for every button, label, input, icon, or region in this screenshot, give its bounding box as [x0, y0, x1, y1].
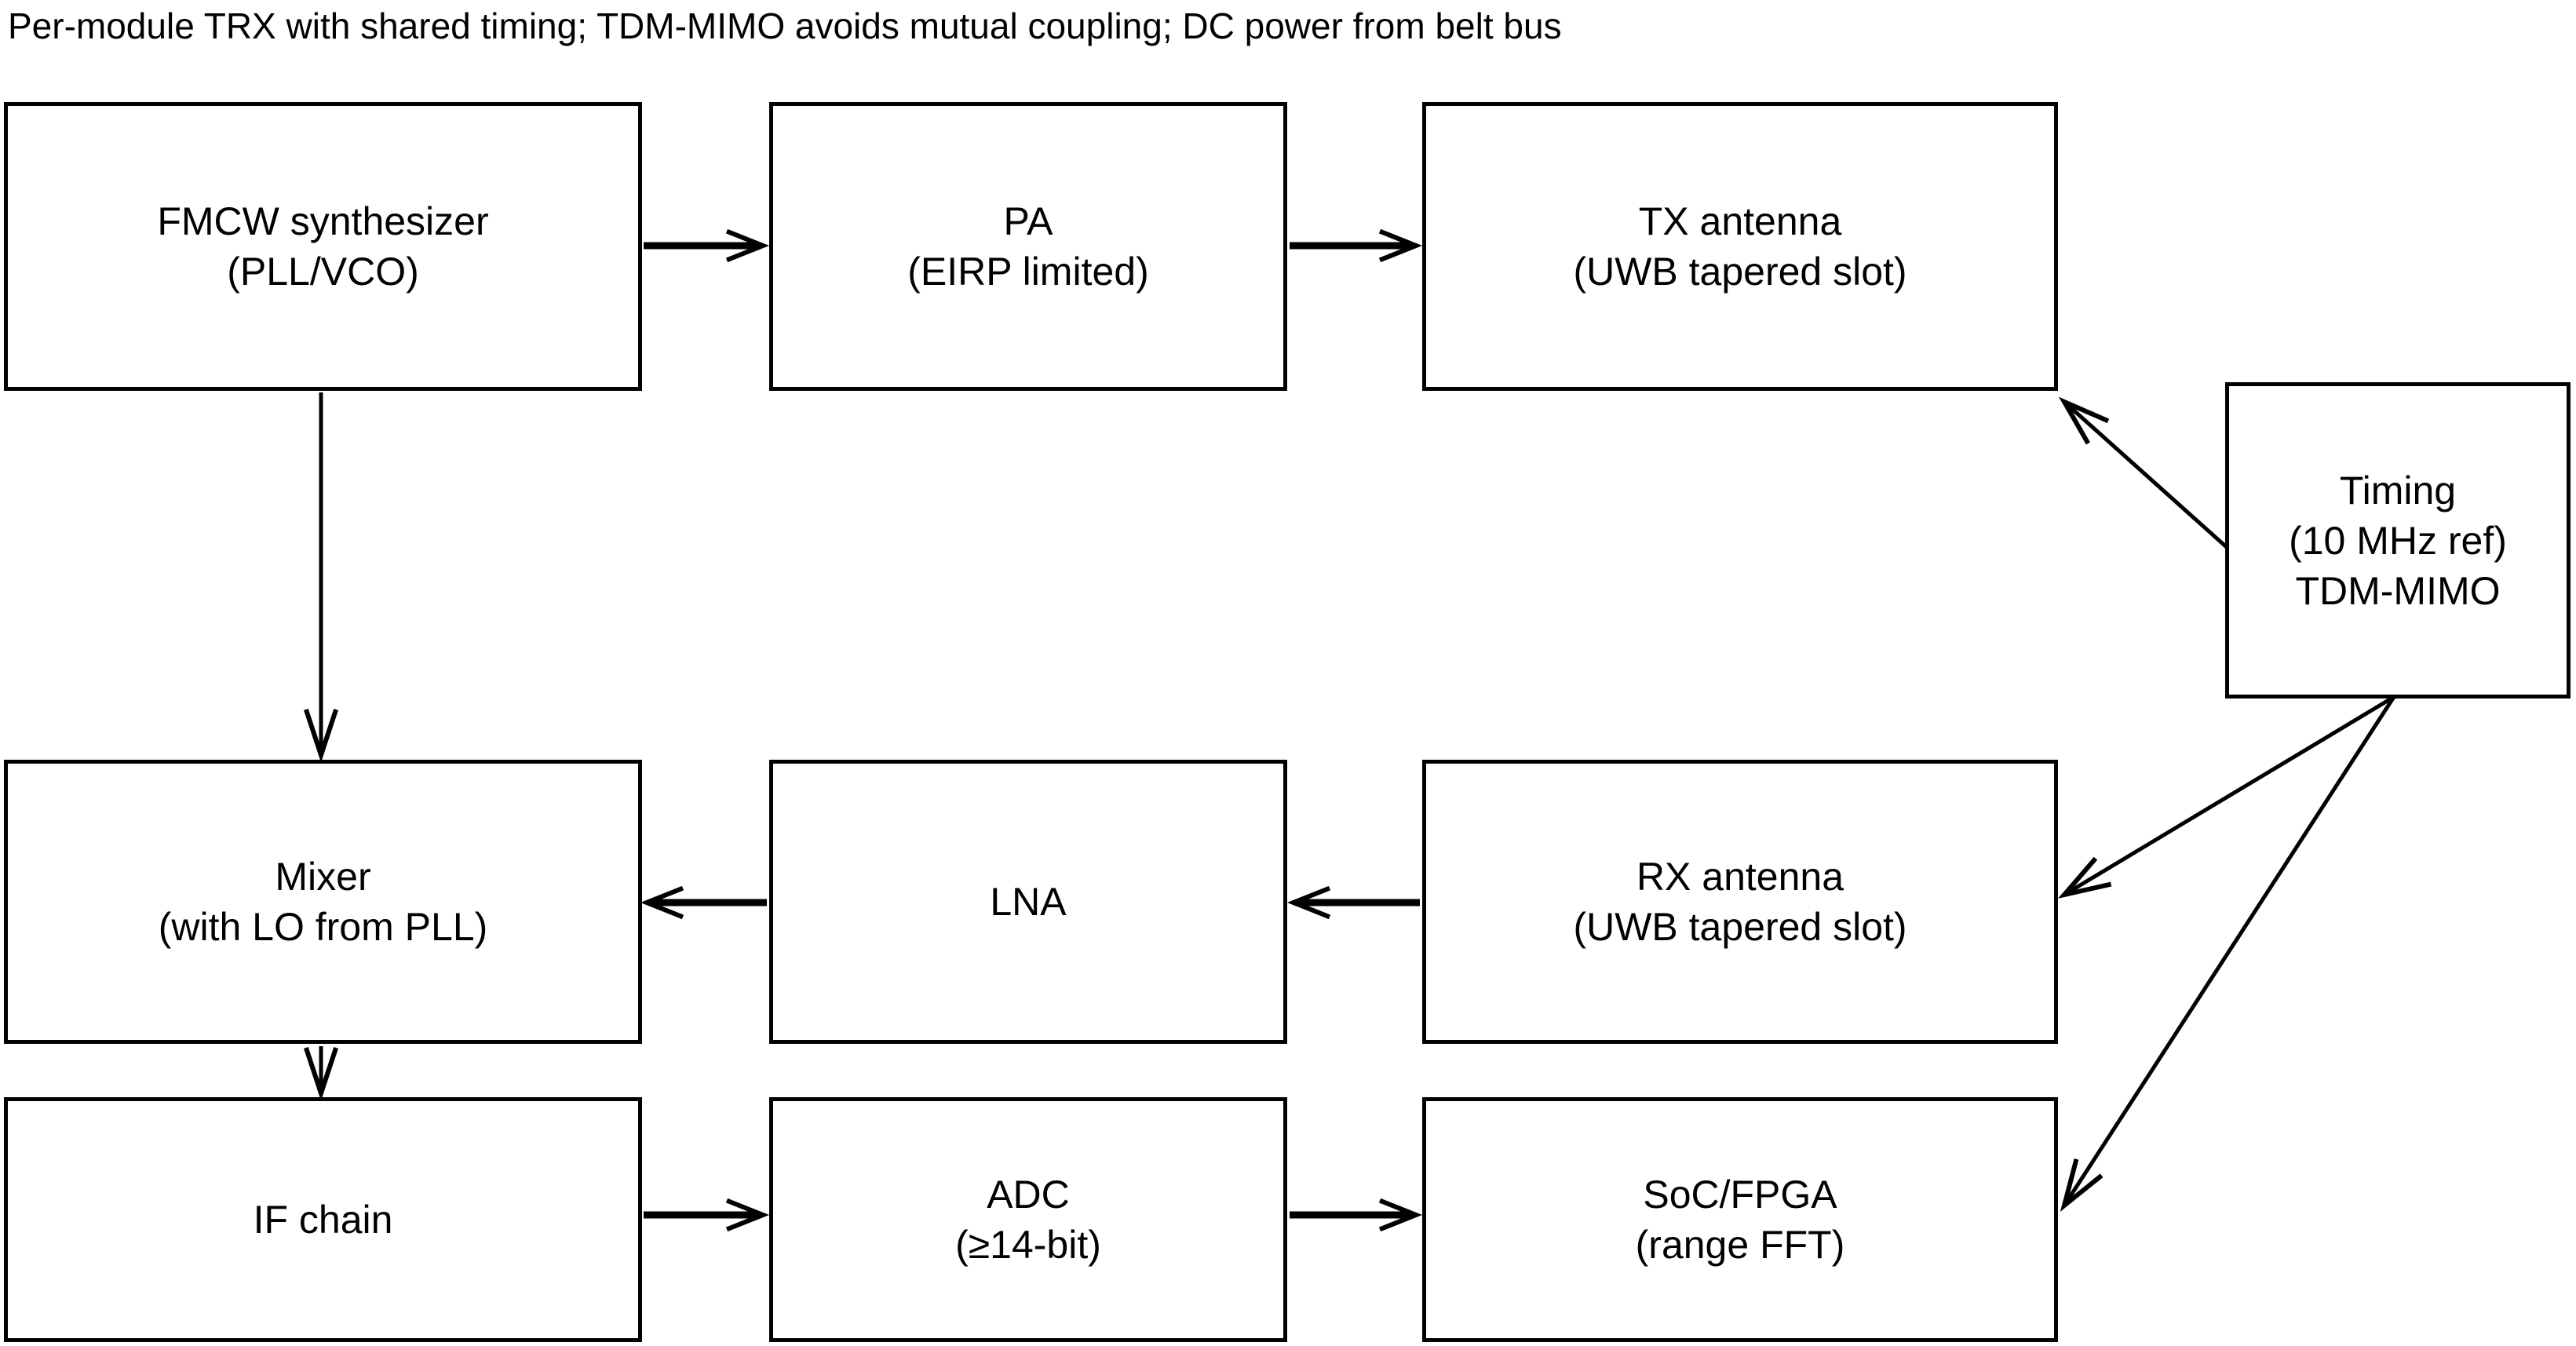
arrowhead-rx-to-lna — [1286, 885, 1331, 920]
node-adc[interactable]: ADC (≥14-bit) — [769, 1097, 1287, 1342]
node-tx-antenna[interactable]: TX antenna (UWB tapered slot) — [1422, 102, 2058, 391]
node-pa[interactable]: PA (EIRP limited) — [769, 102, 1287, 391]
node-soc-fpga[interactable]: SoC/FPGA (range FFT) — [1422, 1097, 2058, 1342]
arrowhead-timing-to-soc — [2060, 1158, 2103, 1213]
node-mixer[interactable]: Mixer (with LO from PLL) — [4, 760, 642, 1044]
diagram-caption: Per-module TRX with shared timing; TDM-M… — [8, 5, 1562, 46]
node-label-line2: (UWB tapered slot) — [1573, 250, 1907, 294]
arrowhead-mixer-to-if — [304, 1047, 338, 1101]
arrowhead-if-to-adc — [725, 1198, 770, 1232]
node-label-line2: (≥14-bit) — [955, 1223, 1101, 1267]
node-timing[interactable]: Timing (10 MHz ref) TDM-MIMO — [2225, 382, 2571, 699]
node-label-line1: Mixer — [275, 855, 371, 899]
arrowhead-pa-to-tx — [1378, 228, 1423, 263]
node-label-line1: Timing — [2339, 468, 2457, 513]
arrowhead-adc-to-soc — [1378, 1198, 1423, 1232]
node-label-line3: TDM-MIMO — [2295, 568, 2501, 613]
node-fmcw-synthesizer[interactable]: FMCW synthesizer (PLL/VCO) — [4, 102, 642, 391]
arrowhead-timing-to-rx — [2057, 856, 2112, 899]
node-label-line2: (with LO from PLL) — [158, 905, 488, 949]
node-label-line2: (10 MHz ref) — [2289, 518, 2507, 563]
node-label-line1: FMCW synthesizer — [157, 199, 489, 243]
connector-timing-to-rx — [2064, 695, 2395, 896]
arrowhead-fmcw-to-mixer — [304, 709, 338, 763]
node-label-line1: PA — [1003, 199, 1053, 243]
arrowhead-lna-to-mixer — [640, 885, 684, 920]
connector-timing-to-soc — [2063, 695, 2396, 1206]
node-lna[interactable]: LNA — [769, 760, 1287, 1044]
node-label-line1: LNA — [990, 880, 1067, 924]
node-label-line2: (range FFT) — [1635, 1223, 1845, 1267]
node-label-line2: (PLL/VCO) — [227, 250, 419, 294]
node-label-line1: ADC — [987, 1173, 1070, 1217]
node-label-line1: SoC/FPGA — [1643, 1173, 1837, 1217]
arrowhead-fmcw-to-pa — [725, 228, 770, 263]
node-label-line2: (EIRP limited) — [907, 250, 1149, 294]
node-label-line1: IF chain — [253, 1198, 393, 1242]
node-label-line2: (UWB tapered slot) — [1573, 905, 1907, 949]
arrowhead-timing-to-tx — [2058, 396, 2110, 445]
node-rx-antenna[interactable]: RX antenna (UWB tapered slot) — [1422, 760, 2058, 1044]
node-label-line1: RX antenna — [1636, 855, 1844, 899]
node-if-chain[interactable]: IF chain — [4, 1097, 642, 1342]
node-label-line1: TX antenna — [1638, 199, 1842, 243]
